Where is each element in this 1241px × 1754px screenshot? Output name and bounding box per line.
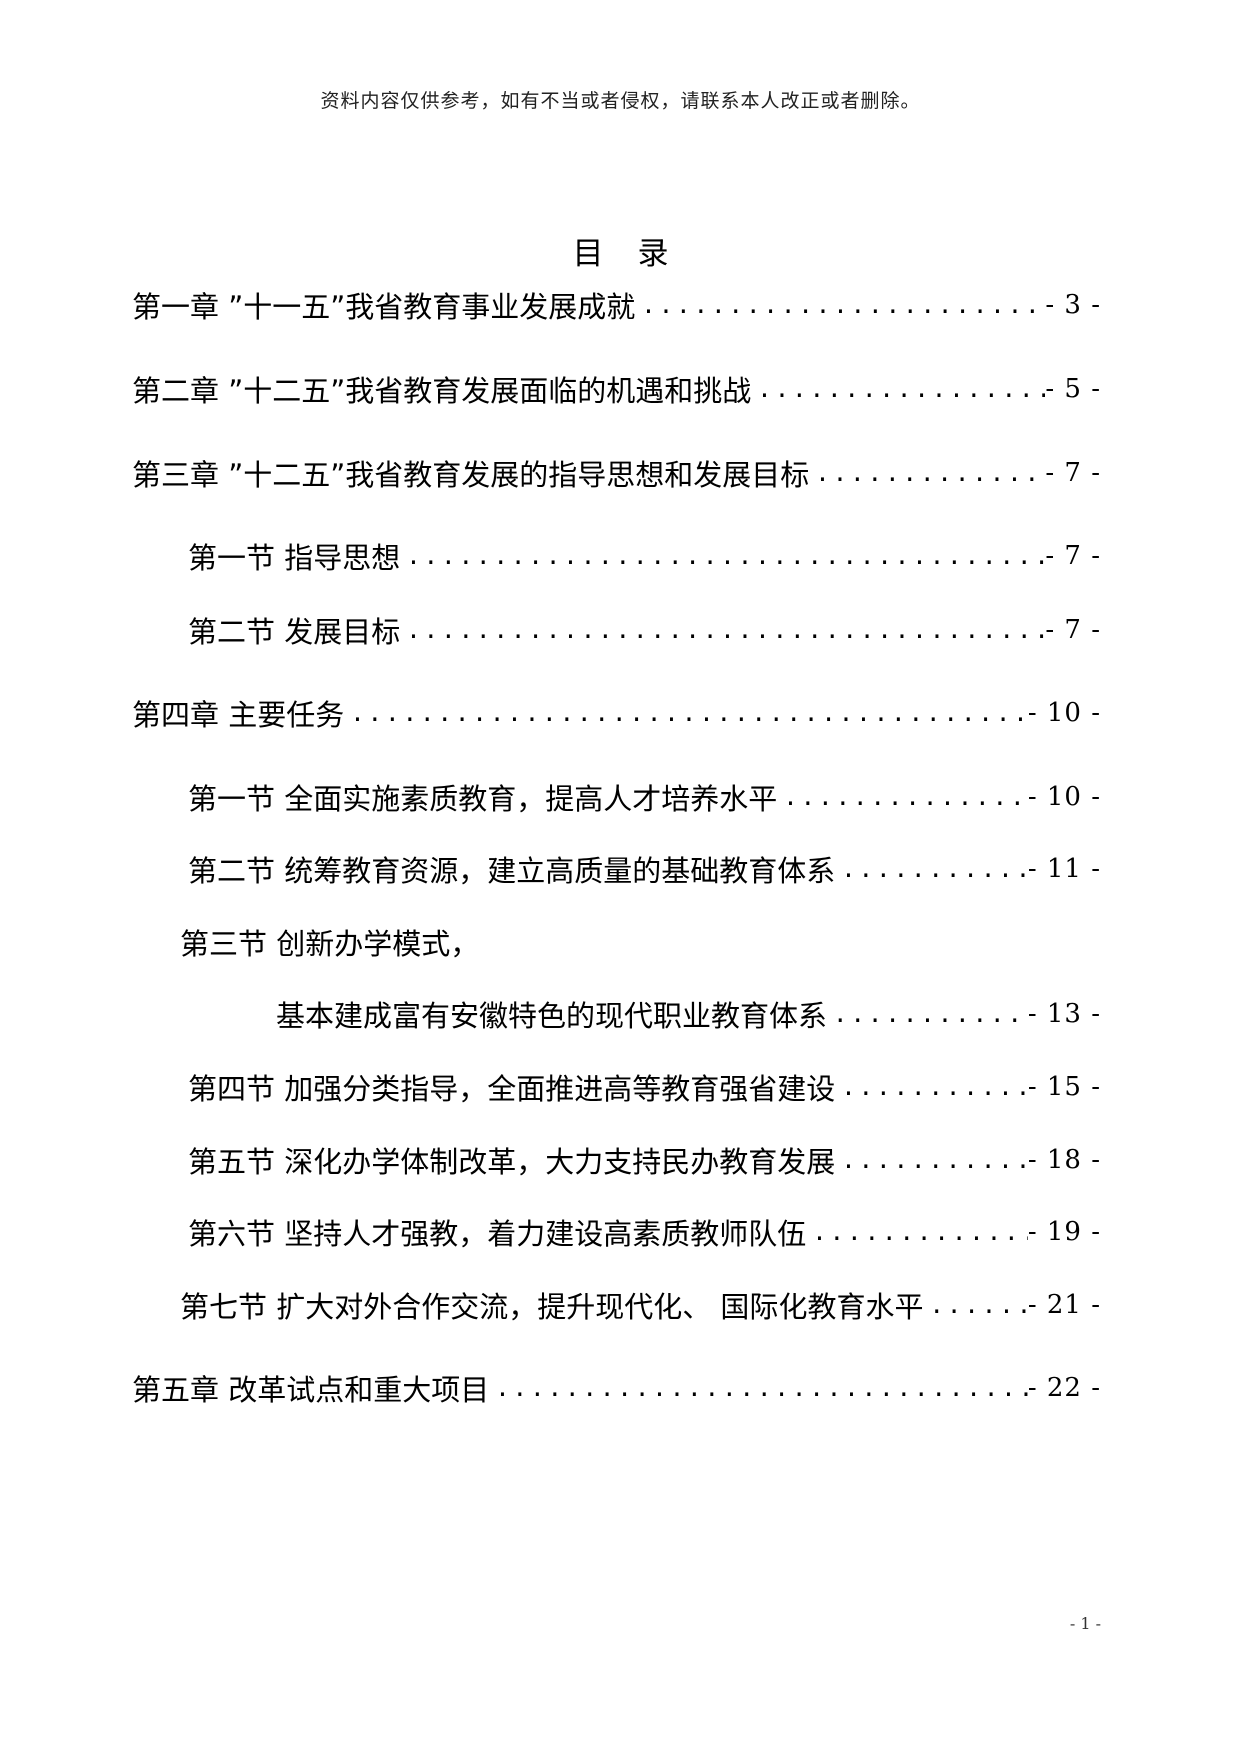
toc-entry-chapter-4-section-4[interactable]: 第四节 加强分类指导，全面推进高等教育强省建设 - 15 - (188, 1067, 1101, 1107)
page-number: - 1 - (1069, 1614, 1101, 1633)
toc-entry-chapter-4-section-7[interactable]: 第七节 扩大对外合作交流，提升现代化、 国际化教育水平 - 21 - (180, 1285, 1101, 1325)
toc-entry-label: 第五章 改革试点和重大项目 (132, 1373, 490, 1407)
toc-entry-page: - 21 - (1027, 1290, 1101, 1320)
toc-leader-dots (635, 291, 1045, 319)
toc-entry-page: - 13 - (1027, 999, 1101, 1029)
toc-leader-dots (400, 616, 1045, 644)
toc-entry-chapter-3[interactable]: 第三章 ”十二五”我省教育发展的指导思想和发展目标 - 7 - (132, 453, 1101, 493)
toc-leader-dots (809, 459, 1045, 487)
toc-title: 目录 (572, 236, 703, 272)
toc-entry-page: - 3 - (1045, 290, 1101, 320)
toc-entry-chapter-4-section-5[interactable]: 第五节 深化办学体制改革，大力支持民办教育发展 - 18 - (188, 1140, 1101, 1180)
toc-leader-dots (806, 1218, 1028, 1246)
toc-entry-page: - 10 - (1027, 782, 1101, 812)
toc-leader-dots (835, 855, 1028, 883)
toc-entry-chapter-5[interactable]: 第五章 改革试点和重大项目 - 22 - (132, 1368, 1101, 1408)
toc-entry-label: 第三节 创新办学模式， (180, 927, 480, 961)
toc-leader-dots (835, 1073, 1028, 1101)
toc-entry-chapter-4[interactable]: 第四章 主要任务 - 10 - (132, 693, 1101, 733)
toc-entry-label: 第五节 深化办学体制改革，大力支持民办教育发展 (188, 1145, 836, 1179)
toc-entry-chapter-3-section-1[interactable]: 第一节 指导思想 - 7 - (188, 536, 1101, 576)
toc-entry-chapter-4-section-1[interactable]: 第一节 全面实施素质教育，提高人才培养水平 - 10 - (188, 777, 1101, 817)
toc-entry-label: 第一章 ”十一五”我省教育事业发展成就 (132, 290, 636, 324)
toc-entry-label: 第二章 ”十二五”我省教育发展面临的机遇和挑战 (132, 374, 752, 408)
toc-entry-label: 第三章 ”十二五”我省教育发展的指导思想和发展目标 (132, 458, 810, 492)
toc-entry-chapter-4-section-3-heading[interactable]: 第三节 创新办学模式， (180, 922, 479, 962)
toc-entry-chapter-4-section-2[interactable]: 第二节 统筹教育资源，建立高质量的基础教育体系 - 11 - (188, 849, 1101, 889)
toc-entry-page: - 22 - (1027, 1373, 1101, 1403)
toc-entry-page: - 18 - (1027, 1145, 1101, 1175)
toc-entry-chapter-4-section-3[interactable]: 基本建成富有安徽特色的现代职业教育体系 - 13 - (276, 994, 1101, 1034)
toc-entry-page: - 7 - (1045, 541, 1101, 571)
toc-entry-label: 第一节 指导思想 (188, 541, 401, 575)
toc-entry-label: 第四章 主要任务 (132, 698, 345, 732)
toc-leader-dots (751, 375, 1045, 403)
toc-leader-dots (827, 1000, 1028, 1028)
toc-entry-chapter-3-section-2[interactable]: 第二节 发展目标 - 7 - (188, 610, 1101, 650)
disclaimer-header: 资料内容仅供参考，如有不当或者侵权，请联系本人改正或者删除。 (320, 90, 921, 112)
toc-leader-dots (400, 542, 1045, 570)
toc-leader-dots (923, 1291, 1027, 1319)
toc-entry-label: 基本建成富有安徽特色的现代职业教育体系 (276, 999, 828, 1033)
toc-entry-label: 第六节 坚持人才强教，着力建设高素质教师队伍 (188, 1217, 807, 1251)
toc-entry-label: 第二节 统筹教育资源，建立高质量的基础教育体系 (188, 854, 836, 888)
toc-entry-label: 第一节 全面实施素质教育，提高人才培养水平 (188, 782, 778, 816)
toc-entry-page: - 19 - (1027, 1217, 1101, 1247)
toc-entry-chapter-2[interactable]: 第二章 ”十二五”我省教育发展面临的机遇和挑战 - 5 - (132, 369, 1101, 409)
toc-entry-page: - 7 - (1045, 458, 1101, 488)
toc-entry-chapter-4-section-6[interactable]: 第六节 坚持人才强教，着力建设高素质教师队伍 - 19 - (188, 1212, 1101, 1252)
toc-leader-dots (777, 783, 1028, 811)
toc-leader-dots (344, 699, 1028, 727)
toc-entry-label: 第二节 发展目标 (188, 615, 401, 649)
toc-leader-dots (489, 1374, 1028, 1402)
toc-entry-chapter-1[interactable]: 第一章 ”十一五”我省教育事业发展成就 - 3 - (132, 285, 1101, 325)
toc-leader-dots (835, 1146, 1028, 1174)
toc-entry-page: - 11 - (1027, 854, 1101, 884)
toc-entry-page: - 7 - (1045, 615, 1101, 645)
toc-entry-page: - 10 - (1027, 698, 1101, 728)
toc-entry-label: 第七节 扩大对外合作交流，提升现代化、 国际化教育水平 (180, 1290, 924, 1324)
toc-entry-label: 第四节 加强分类指导，全面推进高等教育强省建设 (188, 1072, 836, 1106)
toc-entry-page: - 5 - (1045, 374, 1101, 404)
toc-entry-page: - 15 - (1027, 1072, 1101, 1102)
